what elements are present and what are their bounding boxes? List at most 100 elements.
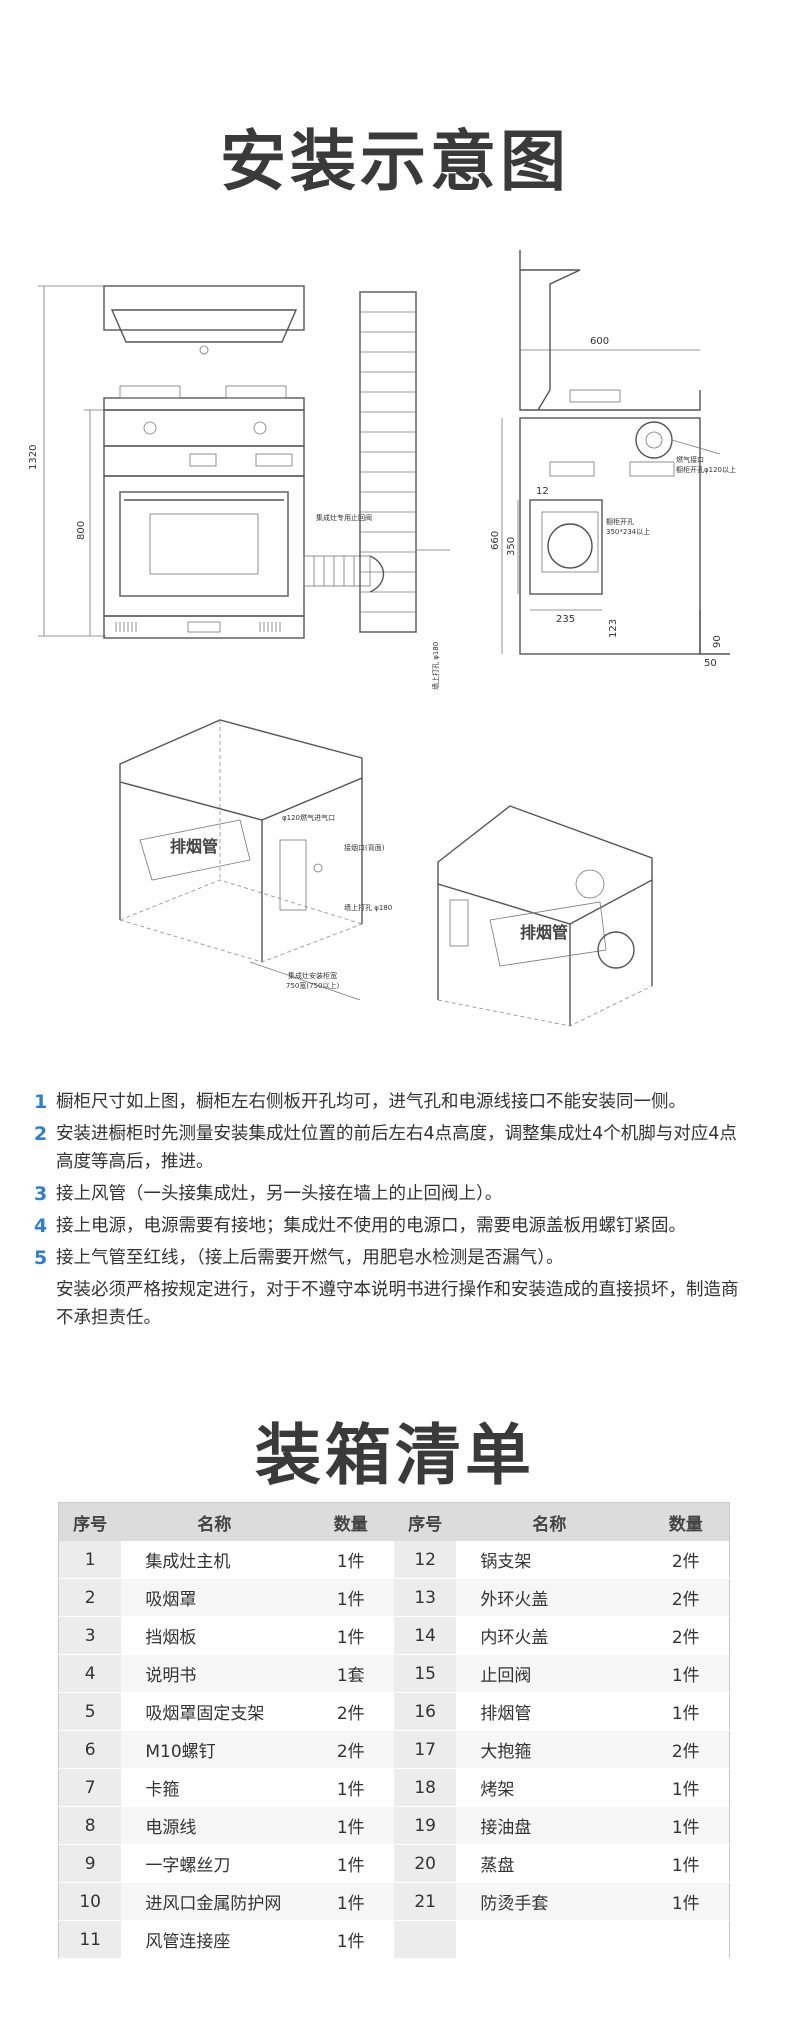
header-idx: 序号 <box>58 1502 122 1541</box>
cell-idx <box>393 1920 457 1959</box>
label-wall-hole: 墙上打孔 φ180 <box>431 642 440 690</box>
label-wall-outlet: 集成灶专用止回阀 <box>316 513 372 522</box>
cell-idx: 20 <box>393 1844 457 1883</box>
label-hole120: φ120燃气进气口 <box>282 813 335 822</box>
cell-qty: 2件 <box>642 1541 730 1579</box>
dim-123: 123 <box>608 619 619 638</box>
side-view-diagram: 600 燃气接口 橱柜开孔φ120以上 橱柜开孔 350*234以上 660 3… <box>490 250 736 669</box>
cell-idx: 18 <box>393 1768 457 1807</box>
dim-1320: 1320 <box>28 445 39 470</box>
cell-name: M10螺钉 <box>121 1730 308 1769</box>
cell-idx: 7 <box>58 1768 122 1807</box>
cell-qty: 1件 <box>642 1768 730 1807</box>
cell-idx: 14 <box>393 1616 457 1655</box>
cell-idx: 19 <box>393 1806 457 1845</box>
table-header-row: 序号 名称 数量 序号 名称 数量 <box>58 1502 730 1541</box>
dim-235: 235 <box>556 614 575 625</box>
cell-qty: 1件 <box>642 1692 730 1731</box>
cell-name: 说明书 <box>121 1654 308 1693</box>
cell-qty: 1件 <box>307 1882 394 1921</box>
cell-name: 进风口金属防护网 <box>121 1882 308 1921</box>
cell-idx: 6 <box>58 1730 122 1769</box>
dim-350: 350 <box>506 537 517 556</box>
cell-qty: 1件 <box>642 1806 730 1845</box>
cell-name: 烤架 <box>456 1768 643 1807</box>
dim-90: 90 <box>712 635 723 648</box>
dim-660: 660 <box>490 531 501 550</box>
dim-50: 50 <box>704 658 717 669</box>
label-cabinet-open-size: 350*234以上 <box>606 527 650 536</box>
dim-800: 800 <box>76 521 87 540</box>
header-qty: 数量 <box>642 1502 730 1541</box>
cell-name: 内环火盖 <box>456 1616 643 1655</box>
cell-qty: 1件 <box>307 1768 394 1807</box>
cell-idx: 4 <box>58 1654 122 1693</box>
cell-name: 锅支架 <box>456 1541 643 1579</box>
label-wall-hole-2: 墙上打孔 φ180 <box>344 903 392 912</box>
front-view-diagram: 1320 800 <box>28 285 450 690</box>
cell-name: 吸烟罩 <box>121 1578 308 1617</box>
cell-name: 电源线 <box>121 1806 308 1845</box>
cell-name: 排烟管 <box>456 1692 643 1731</box>
label-cabinet-width-val: 750宽(750以上) <box>286 981 339 990</box>
cell-name: 止回阀 <box>456 1654 643 1693</box>
cell-idx: 17 <box>393 1730 457 1769</box>
cell-qty: 1件 <box>642 1882 730 1921</box>
cell-qty: 1件 <box>307 1541 394 1579</box>
cell-name: 卡箍 <box>121 1768 308 1807</box>
cell-qty: 1件 <box>307 1920 394 1959</box>
cell-qty: 1件 <box>642 1844 730 1883</box>
cell-qty: 1件 <box>307 1616 394 1655</box>
label-cabinet-hole: 橱柜开孔φ120以上 <box>676 465 736 474</box>
label-pipe-left: 排烟管 <box>170 837 218 856</box>
cell-idx: 8 <box>58 1806 122 1845</box>
cell-idx: 10 <box>58 1882 122 1921</box>
cell-idx: 16 <box>393 1692 457 1731</box>
cell-name: 集成灶主机 <box>121 1541 308 1579</box>
cell-idx: 21 <box>393 1882 457 1921</box>
cell-name: 风管连接座 <box>121 1920 308 1959</box>
cell-qty: 2件 <box>642 1616 730 1655</box>
label-gas-inlet: 燃气接口 <box>676 455 704 464</box>
dim-12: 12 <box>536 486 549 497</box>
cell-idx: 12 <box>393 1541 457 1579</box>
cell-qty: 1件 <box>307 1578 394 1617</box>
cell-name: 挡烟板 <box>121 1616 308 1655</box>
cell-qty: 1套 <box>307 1654 394 1693</box>
cell-idx: 1 <box>58 1541 122 1579</box>
cell-qty <box>642 1920 730 1959</box>
label-cabinet-width: 集成灶安装柜宽 <box>288 971 337 980</box>
cell-qty: 2件 <box>642 1578 730 1617</box>
cabinet-perspective-right: 排烟管 <box>437 805 653 1027</box>
cell-qty: 1件 <box>642 1654 730 1693</box>
cell-qty: 1件 <box>307 1806 394 1845</box>
cell-qty: 2件 <box>307 1730 394 1769</box>
cell-qty: 1件 <box>307 1844 394 1883</box>
dim-600: 600 <box>590 336 609 347</box>
cell-name: 接油盘 <box>456 1806 643 1845</box>
cell-name: 外环火盖 <box>456 1578 643 1617</box>
header-idx: 序号 <box>393 1502 457 1541</box>
cell-qty: 2件 <box>307 1692 394 1731</box>
header-qty: 数量 <box>307 1502 394 1541</box>
cell-name: 大抱箍 <box>456 1730 643 1769</box>
cabinet-perspective-left: 排烟管 φ120燃气进气口 接烟口(背面) 墙上打孔 φ180 集成灶安装柜宽 … <box>119 719 392 1000</box>
install-diagram-title: 安装示意图 <box>220 123 570 200</box>
header-name: 名称 <box>456 1502 643 1541</box>
cell-idx: 11 <box>58 1920 122 1959</box>
label-cabinet-open: 橱柜开孔 <box>606 517 634 526</box>
cell-idx: 5 <box>58 1692 122 1731</box>
cell-qty: 2件 <box>642 1730 730 1769</box>
